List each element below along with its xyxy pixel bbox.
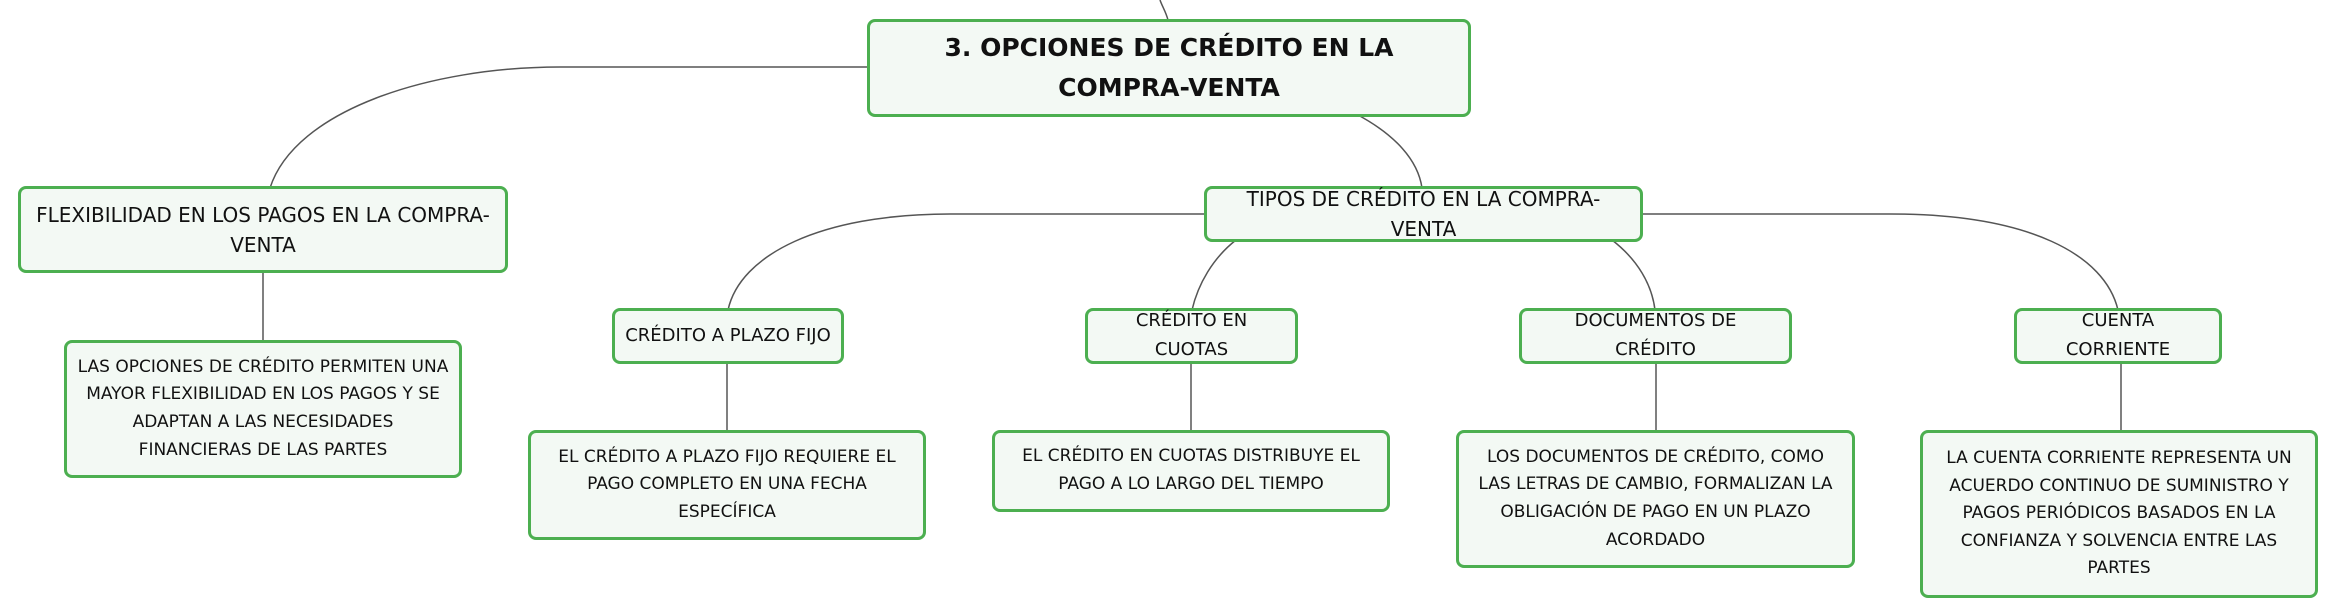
connector-tipos-documentos: [1611, 239, 1656, 311]
connector-tipos-cuenta: [1640, 213, 2119, 311]
topic-tipos-label: TIPOS DE CRÉDITO EN LA COMPRA-VENTA: [1246, 187, 1601, 241]
detail-credito-cuotas-text: EL CRÉDITO EN CUOTAS DISTRIBUYE EL PAGO …: [1022, 446, 1360, 494]
topic-flexibilidad-label: FLEXIBILIDAD EN LOS PAGOS EN LA COMPRA-V…: [36, 202, 490, 257]
topic-cuenta-corriente[interactable]: CUENTA CORRIENTE: [2014, 308, 2222, 364]
detail-credito-plazo-fijo-text: EL CRÉDITO A PLAZO FIJO REQUIERE EL PAGO…: [558, 446, 896, 522]
connector-tipos-cuotas: [1191, 239, 1237, 311]
topic-credito-plazo-fijo-label: CRÉDITO A PLAZO FIJO: [625, 324, 831, 346]
topic-flexibilidad[interactable]: FLEXIBILIDAD EN LOS PAGOS EN LA COMPRA-V…: [18, 186, 508, 273]
connector-root-flexibilidad: [269, 66, 870, 189]
connector-root-parent: [1159, 0, 1169, 21]
detail-documentos-credito-text: LOS DOCUMENTOS DE CRÉDITO, COMO LAS LETR…: [1478, 446, 1833, 550]
topic-documentos-credito-label: DOCUMENTOS DE CRÉDITO: [1574, 310, 1737, 360]
detail-flexibilidad-text: LAS OPCIONES DE CRÉDITO PERMITEN UNA MAY…: [77, 356, 449, 460]
connector-root-tipos: [1357, 114, 1423, 189]
topic-tipos[interactable]: TIPOS DE CRÉDITO EN LA COMPRA-VENTA: [1204, 186, 1643, 242]
detail-flexibilidad[interactable]: LAS OPCIONES DE CRÉDITO PERMITEN UNA MAY…: [64, 340, 462, 478]
detail-credito-plazo-fijo[interactable]: EL CRÉDITO A PLAZO FIJO REQUIERE EL PAGO…: [528, 430, 926, 540]
detail-credito-cuotas[interactable]: EL CRÉDITO EN CUOTAS DISTRIBUYE EL PAGO …: [992, 430, 1390, 512]
topic-credito-cuotas-label: CRÉDITO EN CUOTAS: [1135, 310, 1248, 360]
topic-credito-plazo-fijo[interactable]: CRÉDITO A PLAZO FIJO: [612, 308, 844, 364]
connector-tipos-plazo: [727, 213, 1206, 311]
detail-cuenta-corriente-text: LA CUENTA CORRIENTE REPRESENTA UN ACUERD…: [1946, 448, 2292, 579]
detail-documentos-credito[interactable]: LOS DOCUMENTOS DE CRÉDITO, COMO LAS LETR…: [1456, 430, 1855, 568]
topic-credito-cuotas[interactable]: CRÉDITO EN CUOTAS: [1085, 308, 1298, 364]
root-topic[interactable]: 3. OPCIONES DE CRÉDITO EN LA COMPRA-VENT…: [867, 19, 1471, 117]
topic-documentos-credito[interactable]: DOCUMENTOS DE CRÉDITO: [1519, 308, 1792, 364]
root-topic-label: 3. OPCIONES DE CRÉDITO EN LA COMPRA-VENT…: [944, 33, 1394, 102]
topic-cuenta-corriente-label: CUENTA CORRIENTE: [2065, 310, 2171, 360]
detail-cuenta-corriente[interactable]: LA CUENTA CORRIENTE REPRESENTA UN ACUERD…: [1920, 430, 2318, 598]
